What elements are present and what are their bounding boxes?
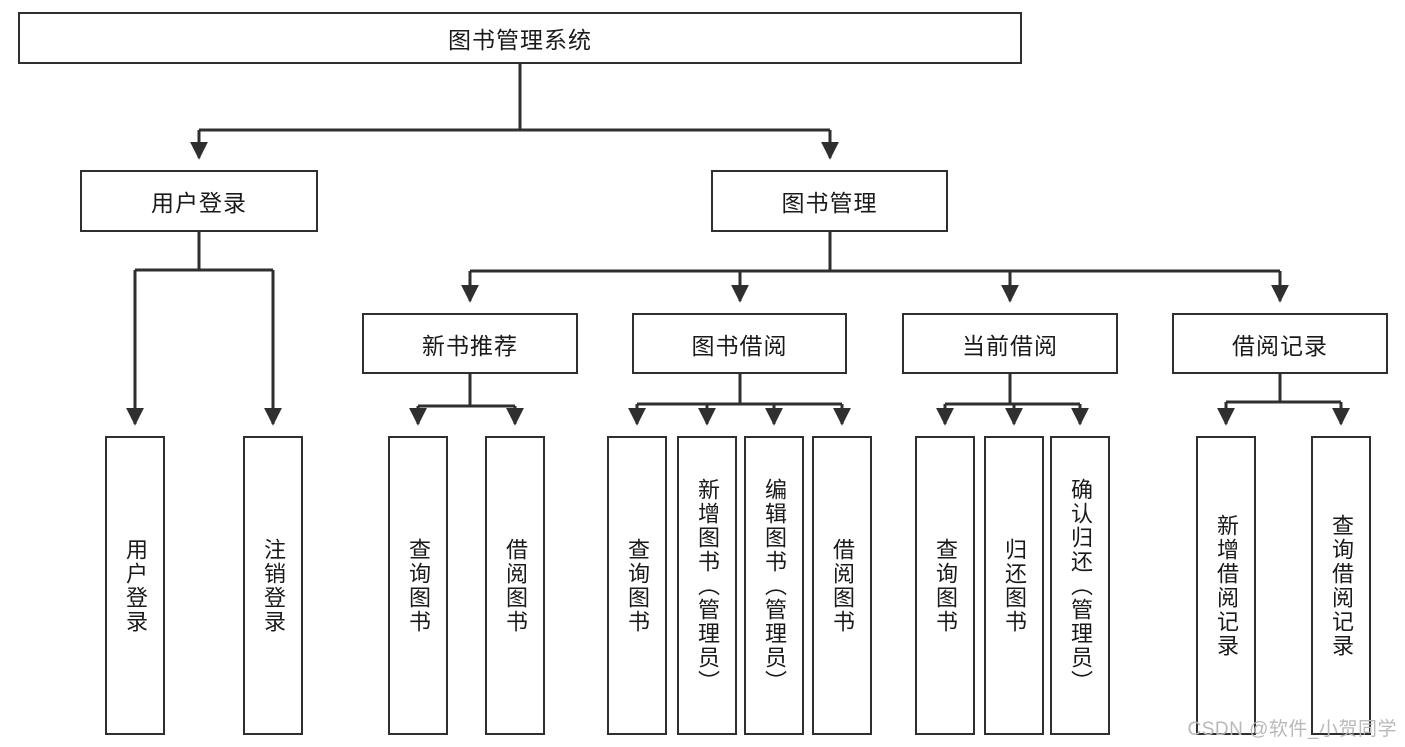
node-leaf-user-login[interactable]: 用户登录 [105, 436, 165, 735]
node-root[interactable]: 图书管理系统 [18, 12, 1022, 64]
node-leaf-edit-book-admin-label: 编辑图书（管理员） [761, 477, 787, 694]
node-leaf-add-borrow-record-label: 新增借阅记录 [1213, 513, 1239, 658]
node-leaf-borrow-book-recommend[interactable]: 借阅图书 [485, 436, 545, 735]
node-user-login-label: 用户登录 [151, 190, 247, 216]
node-book-management-label: 图书管理 [781, 190, 878, 216]
node-book-borrow-label: 图书借阅 [691, 332, 788, 359]
node-leaf-add-book-admin-label: 新增图书（管理员） [694, 477, 720, 694]
node-leaf-query-book-current[interactable]: 查询图书 [915, 436, 975, 735]
node-book-borrow[interactable]: 图书借阅 [632, 313, 847, 374]
node-current-borrow[interactable]: 当前借阅 [902, 313, 1118, 374]
node-leaf-borrow-book-label: 借阅图书 [829, 537, 855, 634]
node-leaf-logout[interactable]: 注销登录 [243, 436, 303, 735]
node-leaf-query-borrow-record-label: 查询借阅记录 [1328, 513, 1354, 658]
node-new-book-recommend[interactable]: 新书推荐 [362, 313, 578, 374]
node-leaf-return-book[interactable]: 归还图书 [984, 436, 1044, 735]
node-leaf-user-login-label: 用户登录 [122, 537, 148, 634]
node-new-book-recommend-label: 新书推荐 [422, 332, 518, 359]
node-leaf-return-book-label: 归还图书 [1001, 537, 1027, 634]
node-book-management[interactable]: 图书管理 [711, 170, 948, 232]
node-leaf-query-borrow-record[interactable]: 查询借阅记录 [1311, 436, 1371, 735]
node-leaf-query-book-recommend[interactable]: 查询图书 [388, 436, 448, 735]
node-root-label: 图书管理系统 [448, 27, 592, 53]
node-leaf-confirm-return-admin[interactable]: 确认归还（管理员） [1050, 436, 1110, 735]
node-borrow-record-label: 借阅记录 [1232, 332, 1328, 359]
node-leaf-confirm-return-admin-label: 确认归还（管理员） [1067, 477, 1093, 694]
node-leaf-query-book-current-label: 查询图书 [932, 537, 958, 634]
node-leaf-add-book-admin[interactable]: 新增图书（管理员） [677, 436, 737, 735]
node-leaf-borrow-book-recommend-label: 借阅图书 [502, 537, 528, 634]
node-current-borrow-label: 当前借阅 [962, 332, 1058, 359]
node-borrow-record[interactable]: 借阅记录 [1172, 313, 1388, 374]
node-user-login[interactable]: 用户登录 [80, 170, 318, 232]
node-leaf-add-borrow-record[interactable]: 新增借阅记录 [1196, 436, 1256, 735]
node-leaf-query-book-borrow[interactable]: 查询图书 [607, 436, 667, 735]
watermark: CSDN @软件_小贺同学 [1187, 719, 1397, 740]
node-leaf-query-book-recommend-label: 查询图书 [405, 537, 431, 634]
node-leaf-logout-label: 注销登录 [260, 537, 286, 634]
node-leaf-borrow-book[interactable]: 借阅图书 [812, 436, 872, 735]
node-leaf-query-book-borrow-label: 查询图书 [624, 537, 650, 634]
node-leaf-edit-book-admin[interactable]: 编辑图书（管理员） [744, 436, 804, 735]
